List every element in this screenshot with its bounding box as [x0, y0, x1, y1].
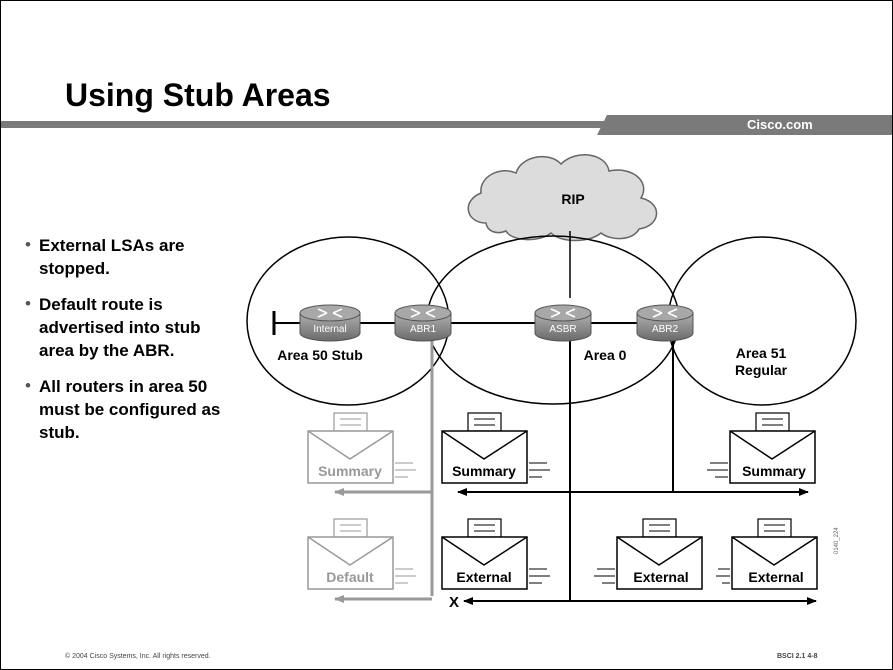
lsa-label: External — [633, 569, 688, 585]
router-label: Internal — [313, 324, 346, 335]
lsa-label: External — [456, 569, 511, 585]
lsa-envelope-external-mid: External — [594, 518, 703, 590]
router-label: ABR2 — [652, 324, 679, 335]
figure-id: 0140_224 — [834, 527, 840, 554]
lsa-label: Default — [326, 569, 374, 585]
lsa-envelope-default-stub: Default — [307, 518, 416, 590]
lsa-label: Summary — [742, 463, 806, 479]
bullet-text: All routers in area 50 must be configure… — [39, 377, 221, 442]
slide-title: Using Stub Areas — [65, 77, 331, 113]
area-50-label: Area 50 Stub — [277, 347, 363, 363]
bullet-item: • External LSAs are stopped. — [21, 234, 231, 280]
router-arrows-icon — [550, 308, 576, 318]
bullet-text: External LSAs are stopped. — [39, 236, 185, 278]
bullet-text: Default route is advertised into stub ar… — [39, 295, 201, 360]
bullet-dot-icon: • — [25, 294, 31, 313]
bullet-dot-icon: • — [25, 235, 31, 254]
abr1-router: ABR1 — [394, 304, 452, 342]
router-arrows-icon — [317, 308, 343, 318]
title-bar — [1, 115, 892, 135]
lsa-envelope-summary-area51: Summary — [707, 412, 816, 484]
lsa-envelope-external-area0: External — [441, 518, 550, 590]
router-arrows-icon — [652, 308, 678, 318]
bullet-item: • All routers in area 50 must be configur… — [21, 375, 231, 444]
abr2-router: ABR2 — [636, 304, 694, 342]
copyright: © 2004 Cisco Systems, Inc. All rights re… — [65, 653, 211, 660]
course-page: BSCI 2.1 4-8 — [777, 653, 818, 660]
blocked-marker: X — [449, 594, 459, 611]
area-51-label-line2: Regular — [735, 362, 788, 378]
lsa-envelope-summary-blocked: Summary — [307, 412, 416, 484]
area-0-label: Area 0 — [584, 347, 627, 363]
lsa-label: Summary — [318, 463, 382, 479]
bullet-dot-icon: • — [25, 376, 31, 395]
area-51-label-line1: Area 51 — [736, 345, 787, 361]
lsa-label: Summary — [452, 463, 516, 479]
bullet-list: • External LSAs are stopped. • Default rou… — [21, 234, 231, 457]
bullet-item: • Default route is advertised into stub a… — [21, 293, 231, 362]
cloud-label: RIP — [561, 191, 584, 207]
router-label: ASBR — [549, 324, 576, 335]
router-arrows-icon — [410, 308, 436, 318]
cisco-brand: Cisco.com — [747, 117, 813, 132]
router-label: ABR1 — [410, 324, 437, 335]
lsa-envelope-summary-area0: Summary — [441, 412, 550, 484]
area-51-ellipse — [667, 236, 857, 406]
asbr-router: ASBR — [534, 304, 592, 342]
lsa-label: External — [748, 569, 803, 585]
rip-cloud: RIP — [467, 154, 658, 242]
internal-router: Internal — [299, 304, 361, 342]
lsa-envelope-external-right: External — [716, 518, 818, 590]
